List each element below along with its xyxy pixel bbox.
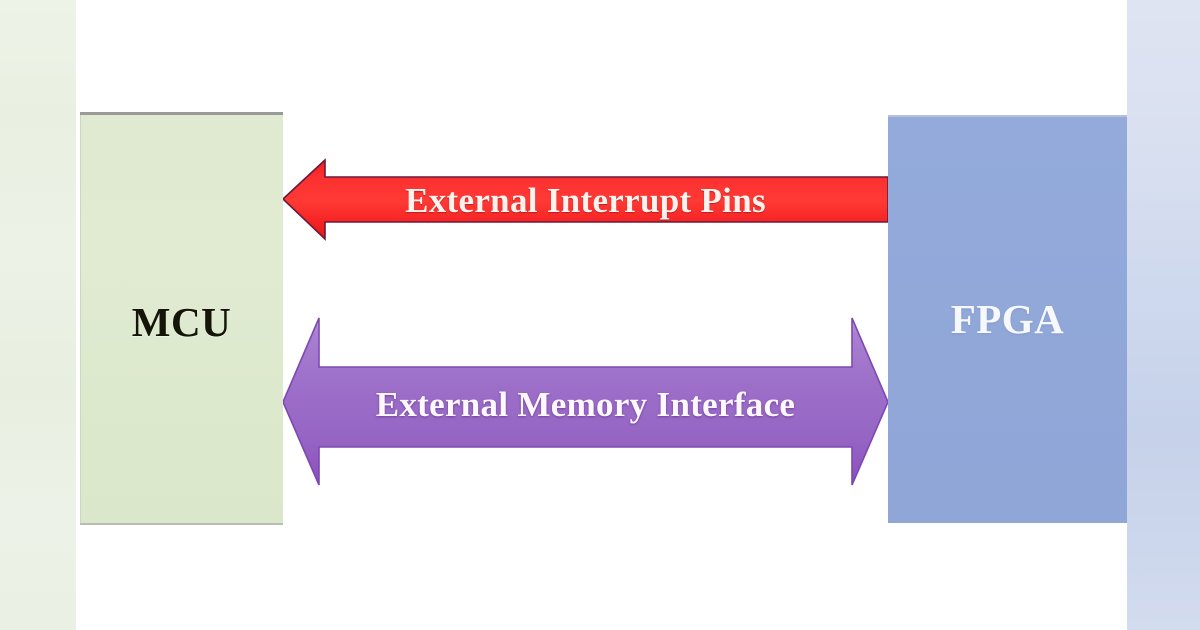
- arrow-external-memory-interface: [282, 317, 889, 486]
- right-letterbox-band: [1127, 0, 1200, 630]
- block-mcu-label: MCU: [131, 299, 232, 345]
- block-fpga-label: FPGA: [950, 296, 1065, 342]
- left-letterbox-band: [0, 0, 76, 630]
- block-mcu[interactable]: MCU: [80, 112, 283, 525]
- diagram-content-area: MCU FPGA External Interrupt Pins Externa…: [76, 0, 1127, 630]
- block-fpga[interactable]: FPGA: [888, 115, 1127, 523]
- arrow-external-interrupt-pins: [281, 158, 889, 241]
- connection-arrows-layer: [281, 158, 889, 486]
